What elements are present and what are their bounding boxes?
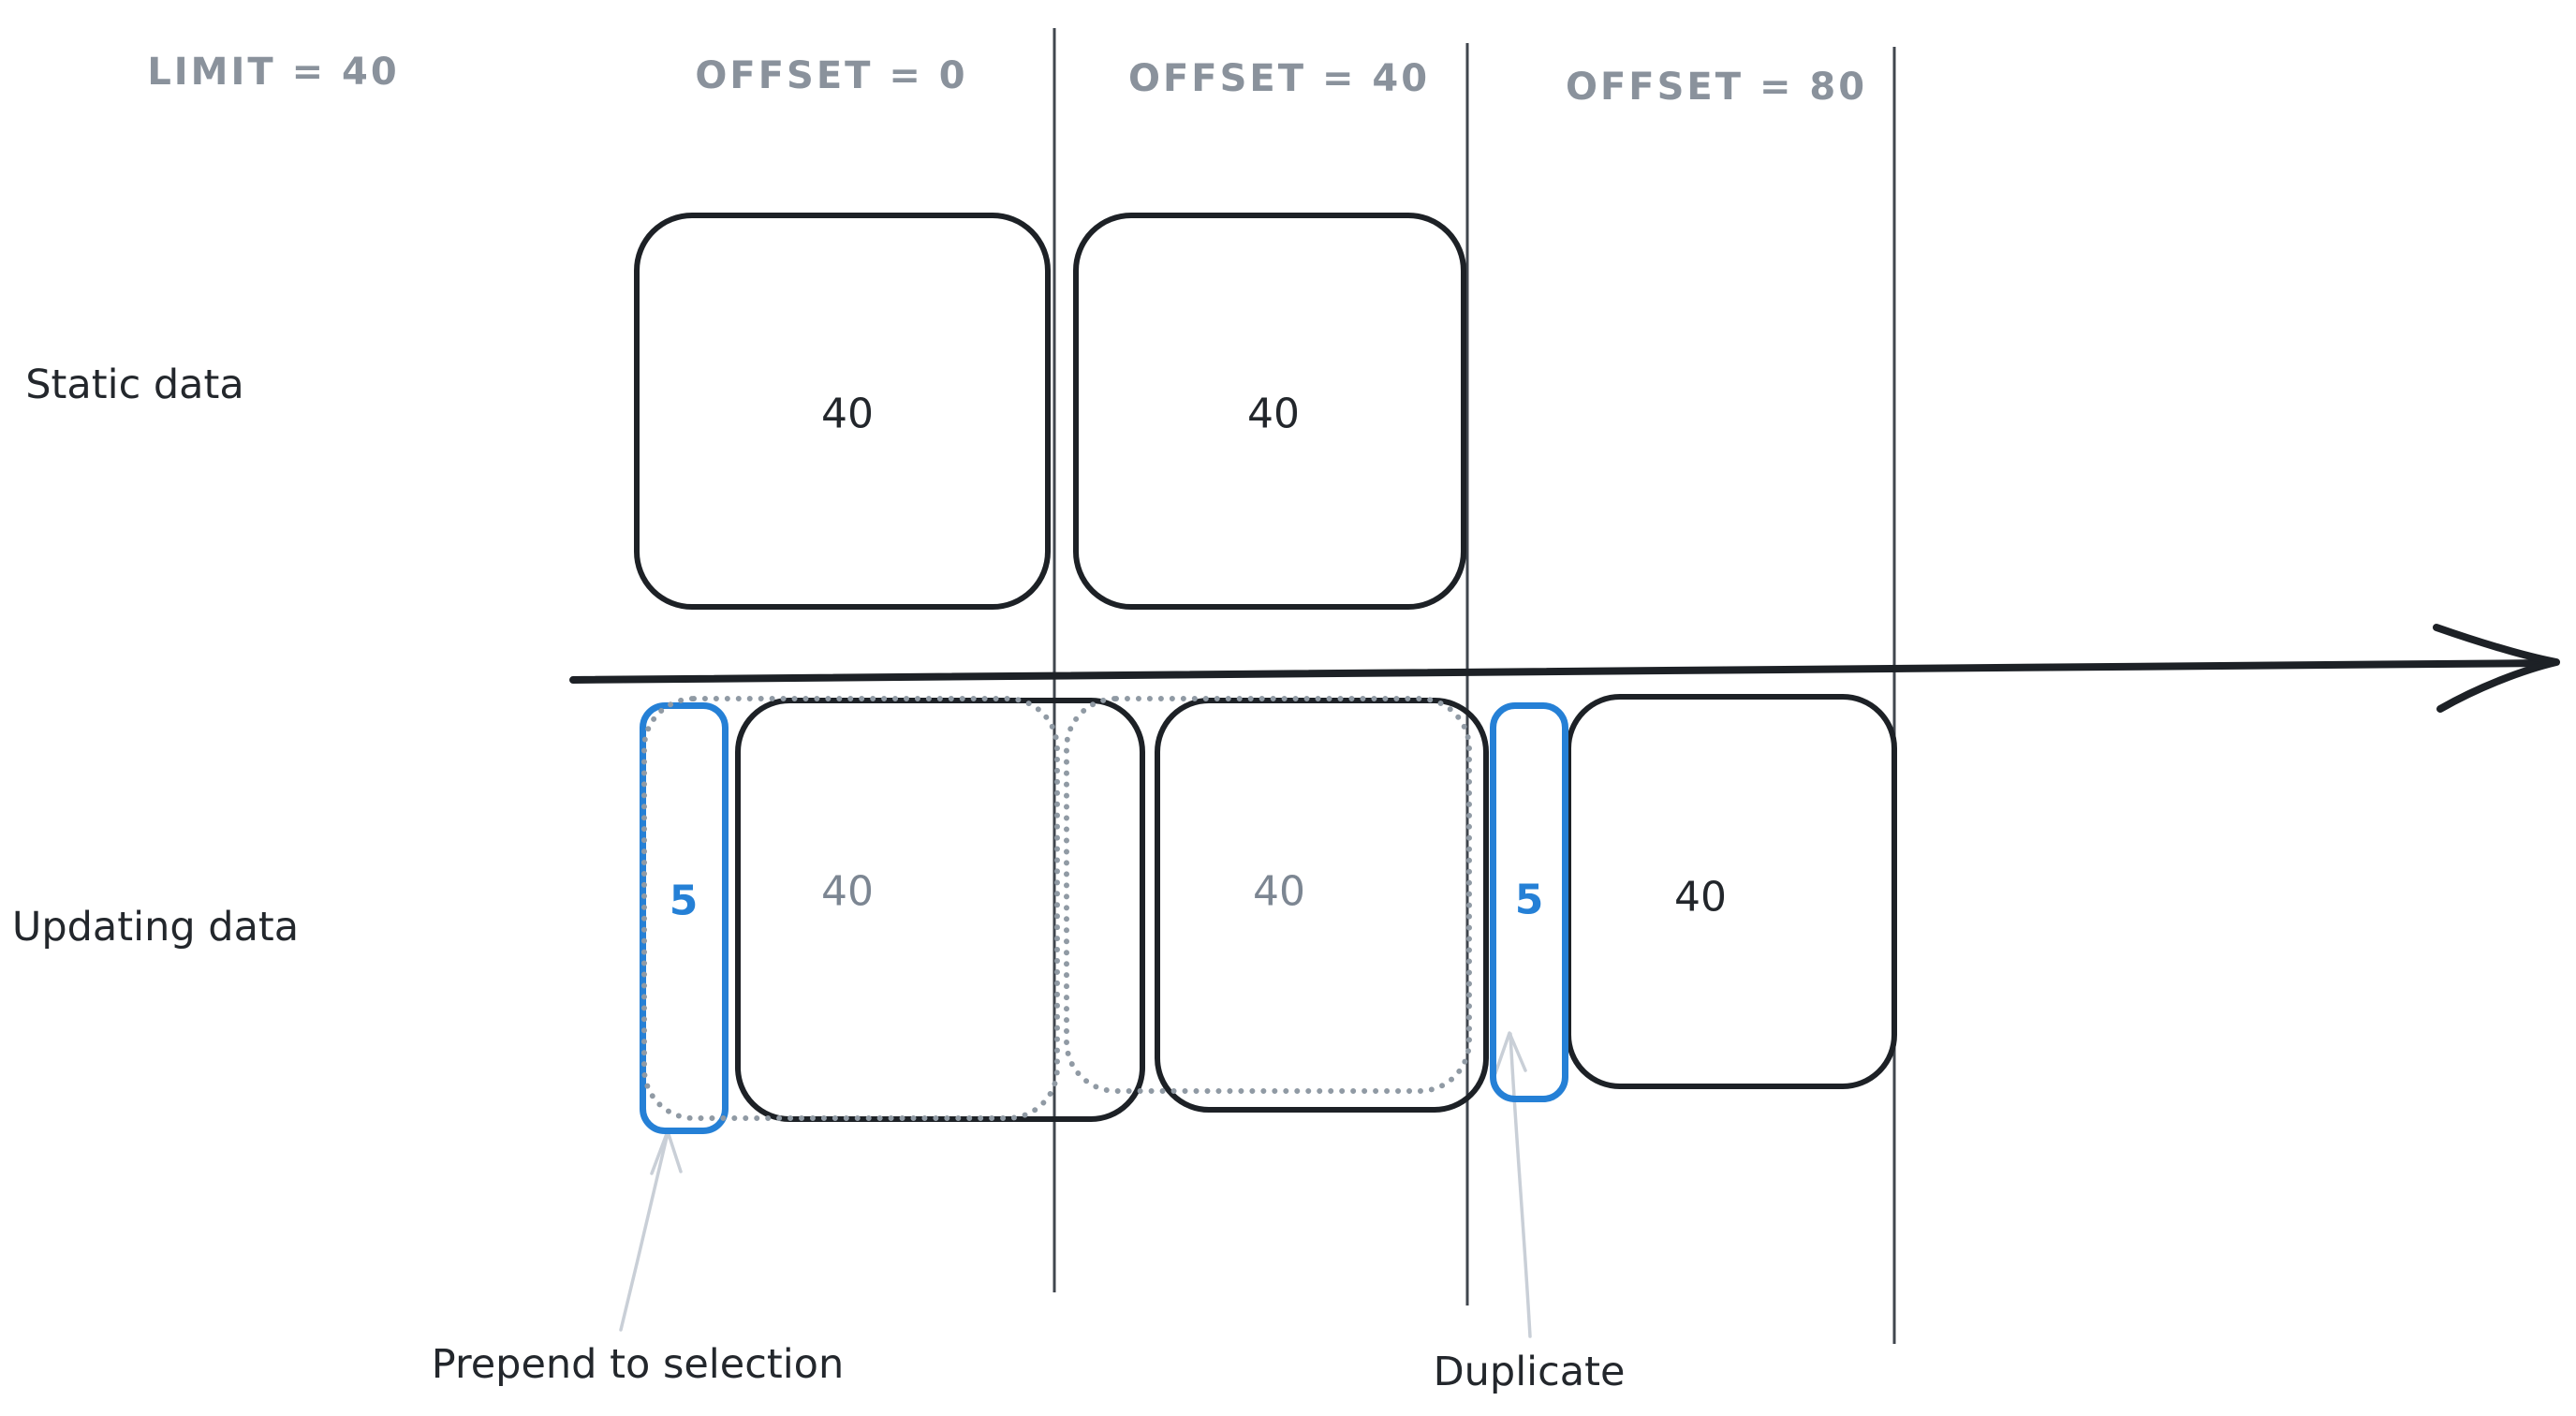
duplicate-annotation-text: Duplicate [1433, 1349, 1626, 1395]
offset-40-label: OFFSET = 40 [1127, 57, 1431, 100]
prepended-items-count: 5 [669, 877, 699, 925]
updating-page-count-1: 40 [821, 867, 874, 916]
ghost-page-box-offset-0 [641, 696, 1060, 1121]
ghost-page-box-offset-40 [1064, 696, 1472, 1094]
main-axis-arrow-head [2433, 624, 2560, 713]
limit-label: LIMIT = 40 [147, 51, 400, 94]
prepend-arrow-shaft [619, 1131, 670, 1332]
offset-0-label: OFFSET = 0 [695, 54, 968, 97]
main-axis-arrow-shaft [569, 659, 2551, 684]
duplicated-items-count: 5 [1514, 876, 1544, 924]
updating-page-box-3 [1566, 694, 1897, 1089]
offset-80-label: OFFSET = 80 [1565, 66, 1868, 109]
duplicated-items-box [1490, 702, 1568, 1102]
main-axis-arrow [569, 624, 2560, 713]
static-page-count-2: 40 [1247, 390, 1300, 438]
static-row-label: Static data [25, 361, 244, 408]
prepend-annotation-text: Prepend to selection [431, 1341, 845, 1388]
prepend-annotation-arrow [619, 1129, 683, 1332]
updating-page-count-2: 40 [1253, 867, 1305, 916]
static-page-box-offset-0 [634, 213, 1051, 610]
duplicate-arrow-head [1494, 1031, 1527, 1075]
duplicate-arrow-shaft [1509, 1032, 1532, 1338]
prepend-arrow-head [650, 1129, 683, 1175]
updating-page-count-3: 40 [1674, 873, 1727, 922]
static-page-box-offset-40 [1073, 213, 1466, 610]
static-page-count-1: 40 [821, 390, 874, 438]
duplicate-annotation-arrow [1494, 1031, 1532, 1338]
updating-row-label: Updating data [11, 904, 300, 951]
